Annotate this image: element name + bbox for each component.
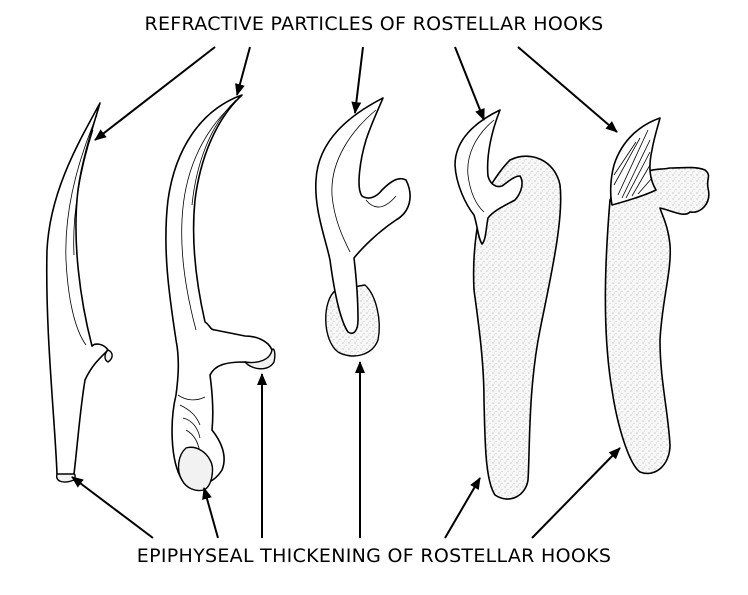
hook-2 bbox=[165, 94, 276, 492]
arrow-bottom-6 bbox=[531, 447, 621, 539]
arrow-top-5 bbox=[517, 46, 618, 133]
arrow-top-2 bbox=[235, 46, 251, 96]
arrow-bottom-5 bbox=[444, 477, 481, 539]
arrow-top-3 bbox=[351, 46, 364, 114]
arrow-top-1 bbox=[94, 46, 216, 141]
epiphyseal-arrows bbox=[71, 361, 621, 539]
hook-5 bbox=[604, 117, 710, 475]
hook-1 bbox=[45, 102, 113, 483]
hook-4 bbox=[454, 109, 562, 500]
epiphyseal-thickening-label: EPIPHYSEAL THICKENING OF ROSTELLAR HOOKS bbox=[136, 545, 612, 567]
arrow-bottom-1 bbox=[71, 476, 154, 539]
refractive-particles-label: REFRACTIVE PARTICLES OF ROSTELLAR HOOKS bbox=[144, 13, 604, 35]
refractive-arrows bbox=[94, 46, 618, 141]
hook-3 bbox=[314, 97, 411, 357]
arrow-top-4 bbox=[454, 46, 485, 121]
arrow-bottom-2 bbox=[202, 487, 219, 539]
